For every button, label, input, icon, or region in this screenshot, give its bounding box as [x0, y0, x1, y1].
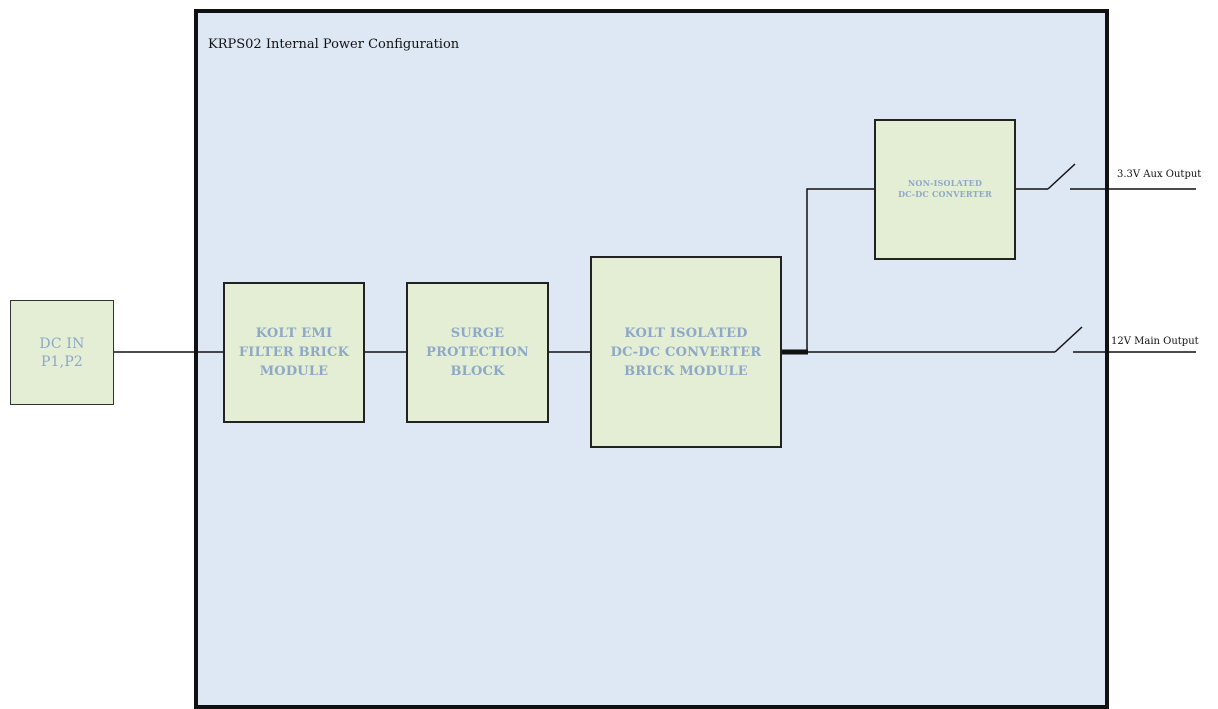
isolated-label-3: BRICK MODULE — [624, 363, 748, 379]
aux-output-label: 3.3V Aux Output — [1117, 169, 1202, 180]
wiring — [114, 163, 1196, 355]
dc-in-block: DC IN P1,P2 — [10, 300, 114, 405]
surge-label-1: SURGE — [450, 326, 505, 341]
isolated-label-2: DC-DC CONVERTER — [610, 344, 762, 360]
dc-in-label-2: P1,P2 — [40, 353, 84, 370]
switch-aux — [1047, 163, 1076, 190]
emi-label-1: KOLT EMI — [255, 326, 333, 341]
switch-main — [1054, 326, 1083, 353]
dc-in-label-1: DC IN — [39, 335, 85, 352]
emi-filter-block: KOLT EMI FILTER BRICK MODULE — [223, 282, 365, 423]
surge-label-3: BLOCK — [450, 364, 505, 379]
surge-protection-block: SURGE PROTECTION BLOCK — [406, 282, 549, 423]
emi-label-3: MODULE — [259, 364, 329, 379]
nonisolated-label-1: NON-ISOLATED — [907, 178, 983, 188]
non-isolated-converter-block: NON-ISOLATED DC-DC CONVERTER — [874, 119, 1016, 260]
diagram-title: KRPS02 Internal Power Configuration — [208, 37, 460, 52]
isolated-converter-block: KOLT ISOLATED DC-DC CONVERTER BRICK MODU… — [590, 256, 782, 448]
emi-label-2: FILTER BRICK — [238, 345, 350, 360]
isolated-label-1: KOLT ISOLATED — [624, 325, 748, 341]
nonisolated-label-2: DC-DC CONVERTER — [898, 189, 992, 199]
surge-label-2: PROTECTION — [426, 345, 529, 360]
main-output-label: 12V Main Output — [1111, 336, 1199, 347]
wire-to-nonisolated — [806, 188, 875, 352]
